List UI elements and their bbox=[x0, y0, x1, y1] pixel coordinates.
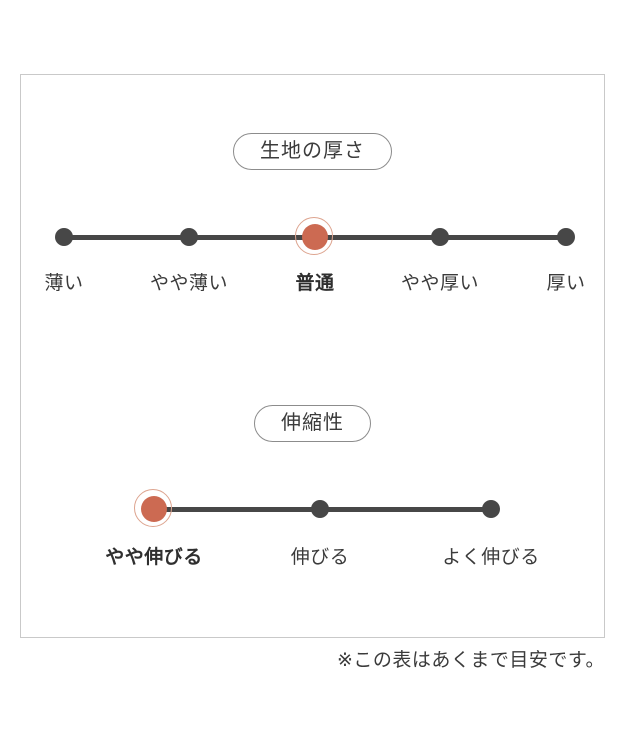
scale-node-thickness-3[interactable] bbox=[431, 228, 449, 246]
scale-label-thickness-1: やや薄い bbox=[149, 273, 229, 294]
scale-node-thickness-2[interactable] bbox=[295, 217, 333, 255]
scale-label-stretch-1: 伸びる bbox=[290, 547, 350, 568]
scale-label-thickness-0: 薄い bbox=[44, 273, 84, 294]
disclaimer-note: ※この表はあくまで目安です。 bbox=[336, 650, 605, 671]
scale-node-thickness-0[interactable] bbox=[55, 228, 73, 246]
scale-title-wrap-stretch: 伸縮性 bbox=[21, 405, 604, 442]
scale-label-thickness-3: やや厚い bbox=[400, 273, 480, 294]
scale-node-stretch-0[interactable] bbox=[134, 489, 172, 527]
scale-label-stretch-0: やや伸びる bbox=[105, 547, 203, 568]
scale-node-stretch-2[interactable] bbox=[482, 500, 500, 518]
scale-node-stretch-1[interactable] bbox=[311, 500, 329, 518]
scale-node-thickness-4[interactable] bbox=[557, 228, 575, 246]
scale-title-wrap-thickness: 生地の厚さ bbox=[21, 133, 604, 170]
scale-title-thickness: 生地の厚さ bbox=[233, 133, 392, 170]
scale-label-stretch-2: よく伸びる bbox=[442, 547, 540, 568]
fabric-spec-card: 生地の厚さ 薄い やや薄い 普通 やや厚い 厚い 伸縮性 やや伸びる 伸びる よ… bbox=[20, 74, 605, 638]
scale-title-stretch: 伸縮性 bbox=[254, 405, 371, 442]
scale-node-thickness-1[interactable] bbox=[180, 228, 198, 246]
scale-labels-stretch: やや伸びる 伸びる よく伸びる bbox=[21, 545, 604, 571]
scale-label-thickness-4: 厚い bbox=[546, 273, 586, 294]
scale-label-thickness-2: 普通 bbox=[295, 273, 335, 294]
scale-labels-thickness: 薄い やや薄い 普通 やや厚い 厚い bbox=[21, 271, 604, 297]
